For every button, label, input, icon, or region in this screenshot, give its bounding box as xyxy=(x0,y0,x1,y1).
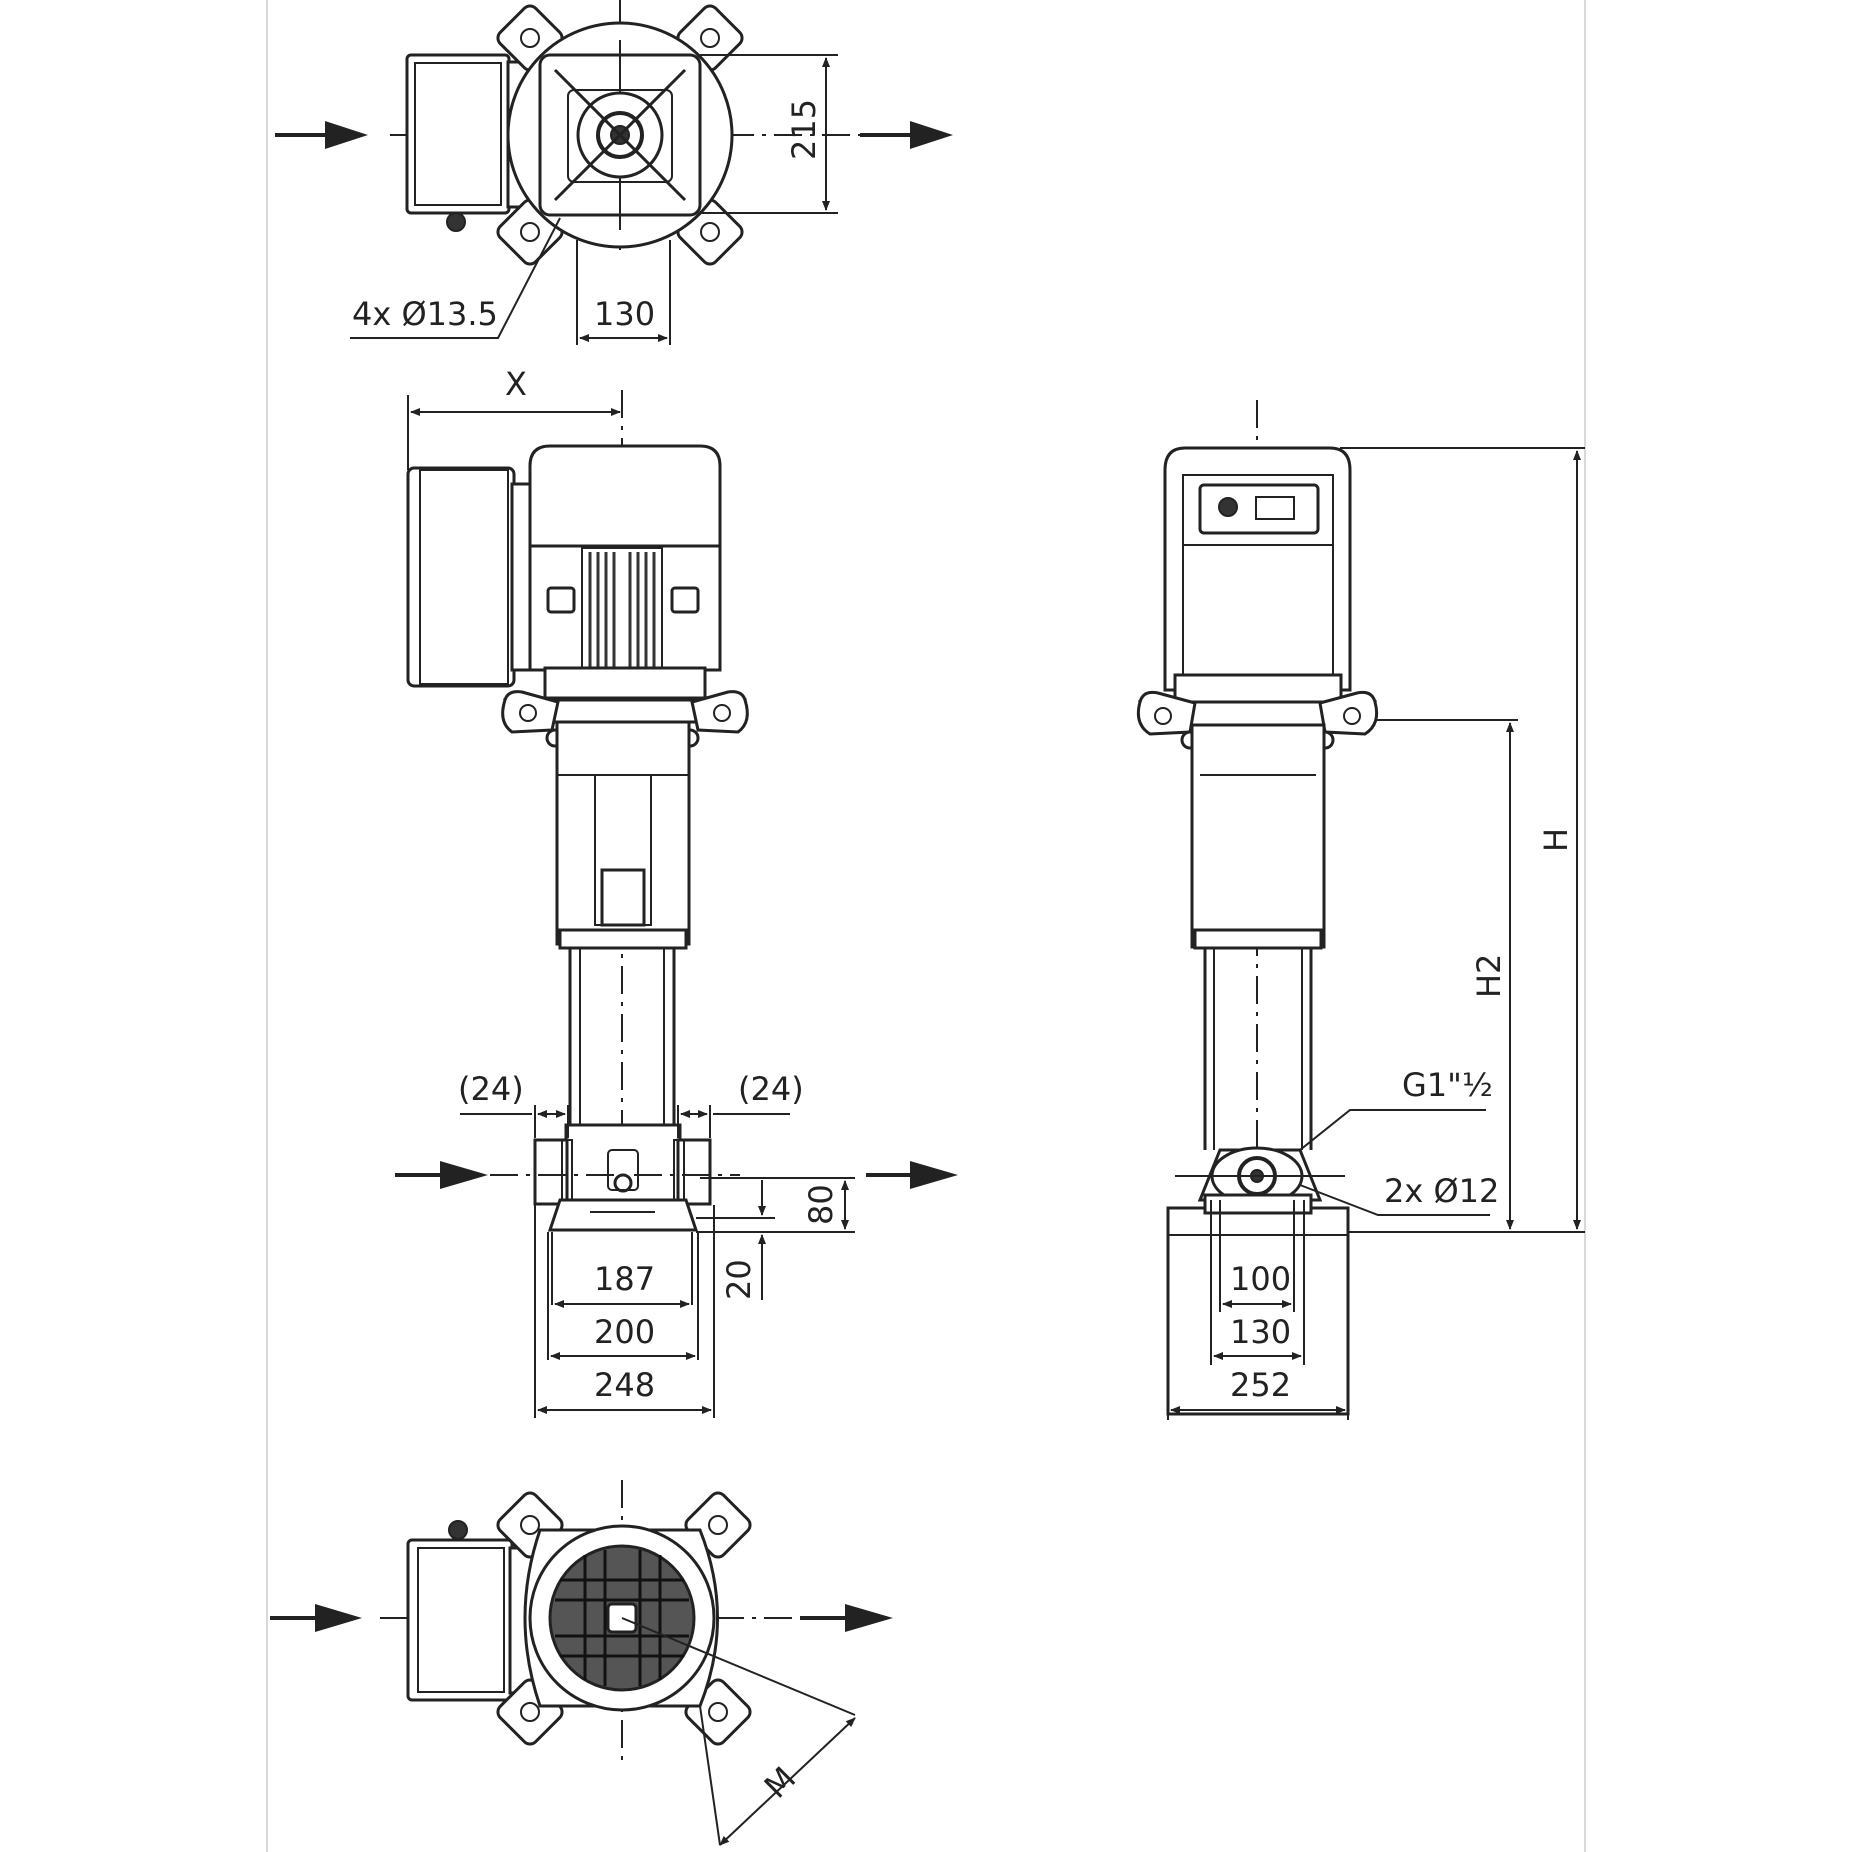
side-holes-label: 2x Ø12 xyxy=(1384,1172,1499,1210)
front-inlet-arrow-icon xyxy=(395,1161,488,1189)
height-flange-label: H2 xyxy=(1470,954,1508,998)
height-total-label: H xyxy=(1537,828,1575,852)
front-view: X xyxy=(395,365,958,1418)
top-outlet-arrow-icon xyxy=(860,121,953,149)
side-view: H H2 G1"½ 2x Ø12 100 130 252 xyxy=(1136,400,1585,1420)
left-flange-label: (24) xyxy=(458,1070,524,1108)
front-outlet-arrow-icon xyxy=(866,1161,958,1189)
top-bolt-holes-label: 4x Ø13.5 xyxy=(352,295,498,333)
top-inlet-arrow-icon xyxy=(275,121,368,149)
base-height-label: 20 xyxy=(720,1259,758,1300)
front-w2-label: 200 xyxy=(594,1313,655,1351)
motor-offset-label: X xyxy=(505,365,527,403)
top-spacing-label: 130 xyxy=(594,295,655,333)
bottom-outlet-arrow-icon xyxy=(800,1604,893,1632)
inlet-height-label: 80 xyxy=(802,1184,840,1225)
side-w2-label: 130 xyxy=(1230,1313,1291,1351)
side-w1-label: 100 xyxy=(1230,1260,1291,1298)
thread-label: G1"½ xyxy=(1402,1066,1493,1104)
right-flange-label: (24) xyxy=(738,1070,804,1108)
top-height-label: 215 xyxy=(785,99,823,160)
bottom-view: M xyxy=(270,1480,893,1846)
front-w3-label: 248 xyxy=(594,1366,655,1404)
front-w1-label: 187 xyxy=(594,1260,655,1298)
top-view: 215 4x Ø13.5 130 xyxy=(275,0,953,345)
side-w3-label: 252 xyxy=(1230,1366,1291,1404)
bottom-m-label: M xyxy=(757,1759,803,1805)
bottom-inlet-arrow-icon xyxy=(270,1604,362,1632)
